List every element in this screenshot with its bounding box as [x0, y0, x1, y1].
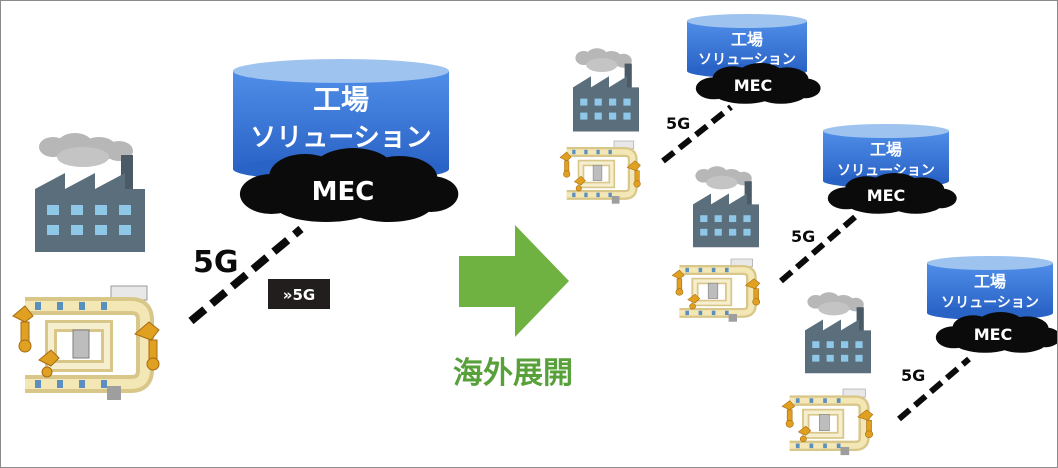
deployment-1: 5G 工場 ソリューション MEC	[560, 14, 821, 204]
deployment-2-5g-label: 5G	[791, 227, 815, 246]
deployment-2: 5G 工場 ソリューション MEC	[672, 124, 957, 322]
main-5g-link	[188, 225, 304, 325]
main-mec-label: MEC	[312, 177, 375, 207]
factory-icon	[35, 133, 145, 252]
deployment-1-solution-line1: 工場	[731, 30, 763, 49]
conveyor-robot-icon	[672, 259, 760, 322]
conveyor-robot-icon	[782, 389, 873, 455]
deployment-3-solution-line2: ソリューション	[941, 295, 1039, 311]
deployment-1-solution-line2: ソリューション	[698, 52, 796, 68]
conveyor-robot-icon	[13, 286, 159, 400]
deployment-2-solution-line1: 工場	[870, 140, 902, 159]
factory-icon	[573, 48, 639, 132]
deployment-2-mec-label: MEC	[867, 186, 906, 205]
deployment-3-mec-label: MEC	[974, 325, 1013, 344]
arrow-label: 海外展開	[453, 356, 573, 391]
deployment-3-5g-label: 5G	[901, 366, 925, 385]
main-solution-line1: 工場	[313, 83, 369, 116]
conveyor-robot-icon	[560, 141, 640, 204]
deployment-3-solution-line1: 工場	[974, 272, 1006, 291]
main-5g-label: 5G	[193, 245, 239, 280]
main-solution-line2: ソリューション	[250, 123, 431, 153]
deployment-3: 5G 工場 ソリューション MEC	[782, 256, 1057, 455]
right-arrow-icon	[459, 225, 569, 337]
factory-icon	[693, 166, 759, 248]
5g-badge-text: »5G	[283, 286, 315, 304]
5g-badge	[268, 279, 330, 309]
deployment-1-5g-label: 5G	[666, 114, 690, 133]
factory-icon	[805, 292, 871, 374]
deployment-1-mec-label: MEC	[734, 76, 773, 95]
deployment-2-solution-line2: ソリューション	[837, 163, 935, 179]
